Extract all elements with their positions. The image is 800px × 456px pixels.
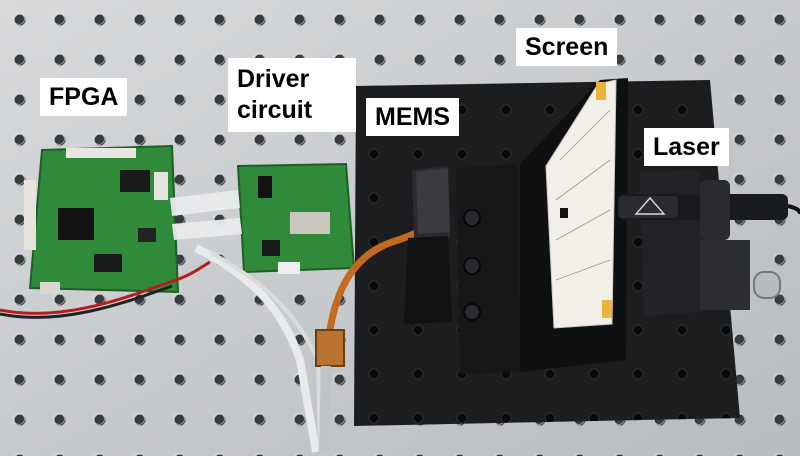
ribbon-cable: [170, 190, 240, 216]
mems-label: MEMS: [366, 98, 459, 136]
screen-paper: [545, 79, 617, 329]
driver-circuit-label: Driver circuit: [228, 58, 356, 132]
laser-label: Laser: [644, 128, 729, 166]
screen-label: Screen: [516, 28, 618, 66]
fpga-label: FPGA: [40, 78, 128, 116]
fpga-board: [24, 144, 180, 294]
power-wires: [0, 260, 211, 315]
mems-mount: [404, 166, 452, 324]
driver-circuit-board: [236, 162, 356, 274]
laser-assembly: [618, 170, 800, 316]
post-block: [456, 164, 520, 374]
